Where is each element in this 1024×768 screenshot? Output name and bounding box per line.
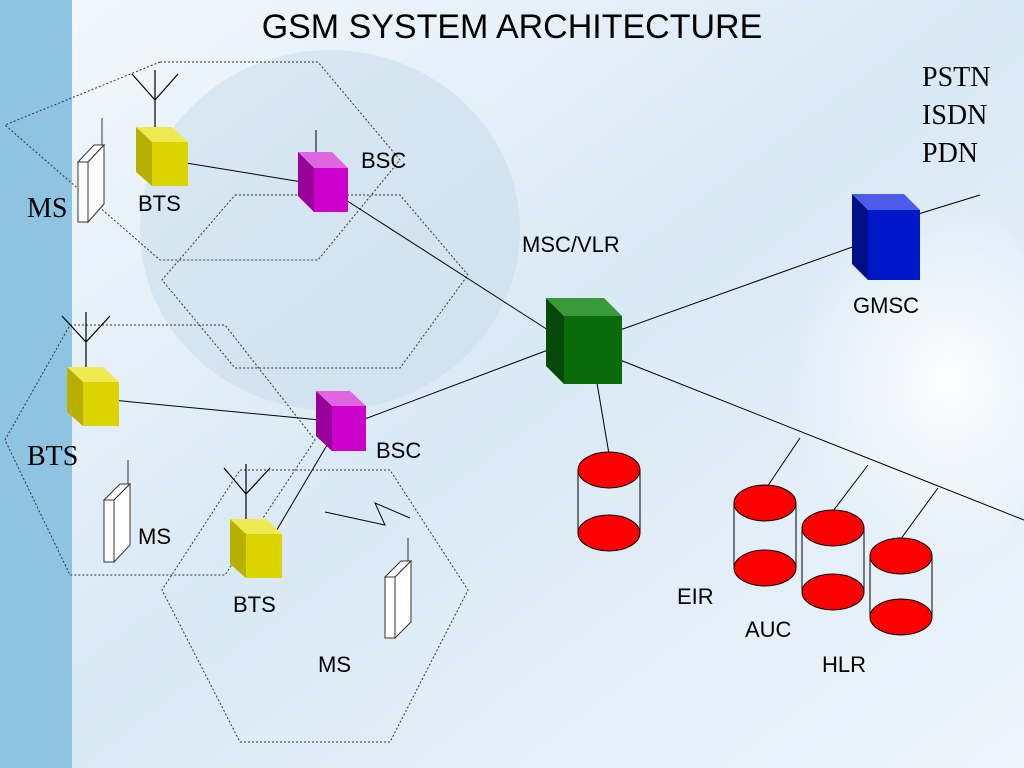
external-network-isdn: ISDN bbox=[922, 100, 987, 131]
antenna-icon bbox=[61, 312, 111, 368]
gmsc-node bbox=[852, 194, 920, 280]
cell-bottom bbox=[161, 469, 469, 743]
ms-middle-device bbox=[102, 460, 132, 564]
bts-bottom bbox=[230, 519, 282, 578]
label-ms-top: MS bbox=[27, 193, 67, 224]
link-bts-bottom-bsc-bottom bbox=[271, 439, 331, 539]
link-hlr-2 bbox=[899, 487, 939, 541]
link-bts-top-bsc-top bbox=[179, 161, 303, 183]
label-bts-bottom: BTS bbox=[233, 592, 276, 617]
label-ms-mid: MS bbox=[138, 524, 171, 549]
label-ms-bottom: MS bbox=[318, 652, 351, 677]
antenna-icon bbox=[131, 70, 179, 128]
cell-grid bbox=[4, 61, 469, 743]
msc-vlr-node bbox=[546, 298, 622, 384]
label-gmsc: GMSC bbox=[853, 293, 919, 318]
label-bsc-bottom: BSC bbox=[376, 438, 421, 463]
bsc-bottom bbox=[316, 391, 366, 451]
link-msc-databases bbox=[619, 359, 1024, 521]
database-hlr-a bbox=[801, 509, 865, 611]
link-gmsc-external bbox=[914, 194, 981, 216]
page-title: GSM SYSTEM ARCHITECTURE bbox=[262, 8, 763, 46]
link-auc bbox=[764, 437, 801, 491]
label-eir: EIR bbox=[677, 584, 714, 609]
link-hlr bbox=[829, 464, 869, 516]
cell-center bbox=[161, 194, 469, 369]
label-bts-top: BTS bbox=[138, 191, 181, 216]
link-msc-eir bbox=[596, 382, 611, 461]
database-hlr-b bbox=[869, 537, 933, 636]
label-bts-mid: BTS bbox=[27, 441, 78, 472]
left-accent-bar bbox=[0, 0, 72, 768]
background-ear-shape bbox=[140, 50, 520, 410]
cell-middle-left bbox=[4, 324, 316, 576]
link-bts-mid-bsc-bottom bbox=[111, 399, 321, 421]
link-msc-gmsc bbox=[619, 244, 859, 331]
label-auc: AUC bbox=[745, 617, 792, 642]
label-msc-vlr: MSC/VLR bbox=[522, 232, 620, 257]
antenna-icon bbox=[223, 464, 271, 520]
database-eir bbox=[577, 451, 641, 552]
radio-link-zigzag bbox=[324, 502, 411, 526]
connections bbox=[111, 130, 1024, 541]
ms-top-device bbox=[76, 118, 106, 224]
external-network-pdn: PDN bbox=[922, 138, 978, 169]
antennas bbox=[61, 70, 271, 520]
ms-devices bbox=[76, 118, 413, 640]
external-network-pstn: PSTN bbox=[922, 62, 990, 93]
bts-top bbox=[136, 127, 188, 186]
cell-top bbox=[4, 61, 401, 261]
database-auc bbox=[733, 484, 797, 587]
bts-middle bbox=[67, 367, 119, 426]
bsc-top bbox=[298, 152, 348, 212]
label-bsc-top: BSC bbox=[361, 148, 406, 173]
ms-bottom-device bbox=[383, 538, 413, 640]
link-bsc-top-msc bbox=[337, 194, 549, 331]
link-bsc-bottom-msc bbox=[361, 349, 549, 421]
label-hlr: HLR bbox=[822, 652, 866, 677]
